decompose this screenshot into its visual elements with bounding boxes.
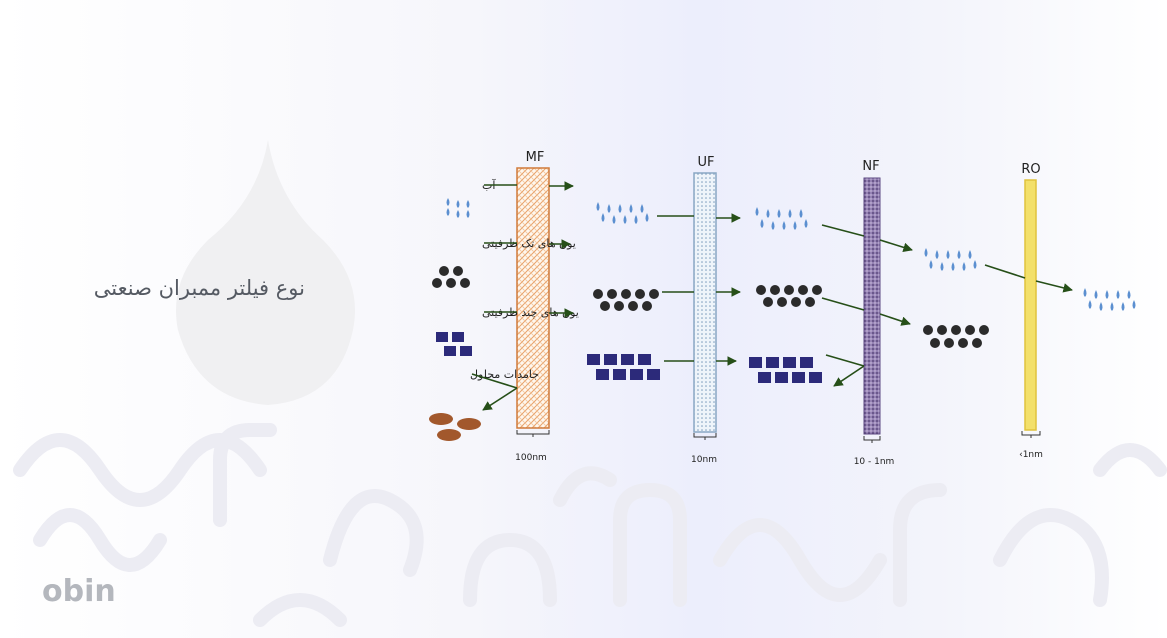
page-title: نوع فیلتر ممبران صنعتی: [93, 276, 305, 300]
membrane-uf: [693, 172, 717, 433]
pore-size-uf: 10nm: [691, 455, 717, 465]
water-drops-after-uf: [755, 207, 808, 230]
legend-water-drops: [446, 198, 470, 218]
solids-after-mf: [587, 354, 660, 380]
solids-after-uf: [749, 357, 822, 383]
membrane-mf: [516, 167, 550, 429]
ions-after-uf: [756, 285, 822, 307]
pore-size-nf: 10 - 1nm: [854, 457, 895, 467]
brand-logo: obin: [42, 574, 116, 609]
membrane-nf: [863, 177, 881, 435]
ions-after-nf: [923, 325, 989, 348]
pore-size-mf: 100nm: [515, 453, 547, 463]
water-drops-after-nf: [924, 248, 977, 271]
legend-ion-dots: [432, 266, 470, 288]
water-drops-after-mf: [596, 202, 649, 224]
particles-rejected-arrow: [482, 387, 518, 411]
pore-size-ro: ‹1nm: [1019, 450, 1043, 460]
legend-monovalent-label: یون های تک ظرفیتی: [482, 237, 576, 250]
water-drops-after-ro: [1083, 288, 1136, 311]
legend-solid-squares: [436, 332, 472, 356]
membrane-label-mf: MF: [526, 150, 545, 165]
membrane-label-ro: RO: [1021, 162, 1040, 177]
ions-after-mf: [593, 289, 659, 311]
legend-multivalent-label: یون های چند ظرفیتی: [482, 306, 579, 319]
membrane-label-uf: UF: [698, 155, 715, 170]
membrane-ro: [1024, 179, 1037, 431]
membrane-label-nf: NF: [862, 159, 879, 174]
legend-solids-label: جامدات محلول: [470, 368, 539, 381]
rejected-particles: [429, 413, 481, 441]
